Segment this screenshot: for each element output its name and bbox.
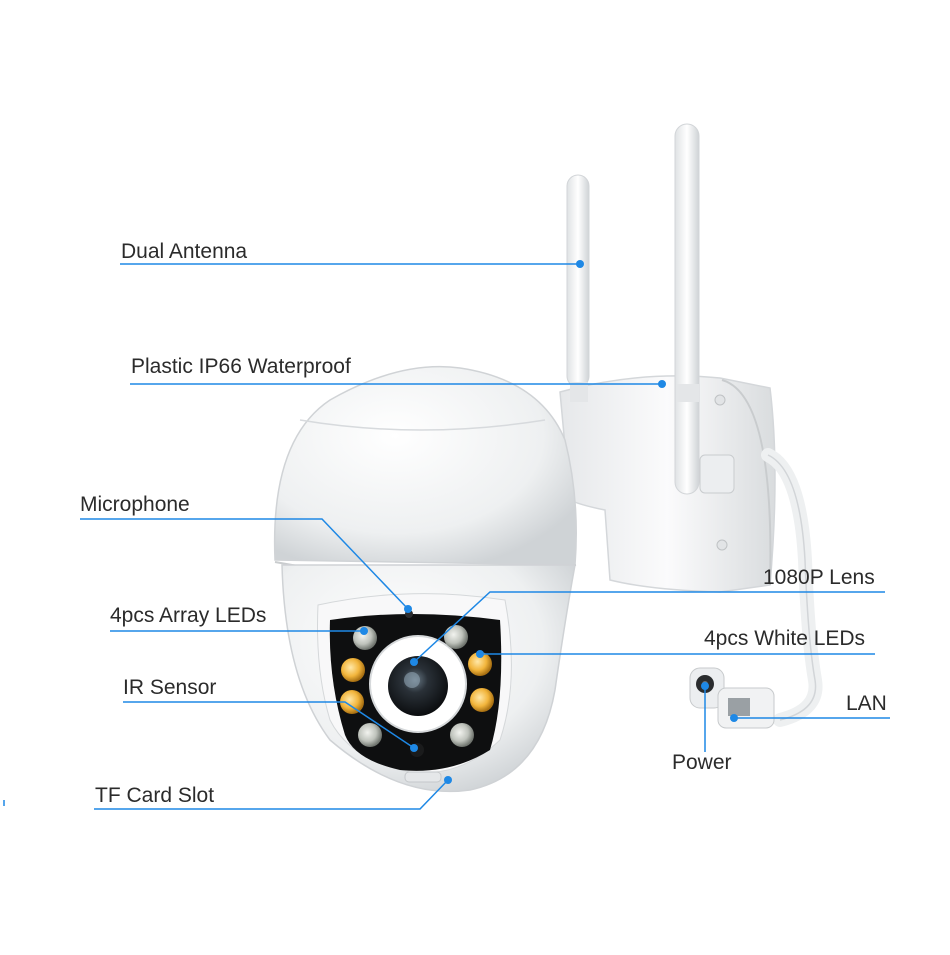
label-ir-sensor: IR Sensor	[123, 676, 217, 699]
label-white-leds: 4pcs White LEDs	[704, 627, 866, 650]
wall-bracket	[559, 375, 776, 593]
callout-microphone	[80, 518, 409, 610]
cable	[761, 448, 823, 727]
callout-dots	[360, 260, 738, 784]
camera-dome	[273, 365, 577, 578]
antenna-right	[674, 123, 700, 495]
label-microphone: Microphone	[80, 493, 190, 516]
label-array-leds: 4pcs Array LEDs	[110, 604, 267, 627]
tf-card-slot	[404, 771, 442, 783]
lens-ring	[369, 635, 467, 733]
label-dual-antenna: Dual Antenna	[121, 240, 248, 263]
label-lan: LAN	[846, 692, 887, 715]
array-leds	[340, 625, 494, 747]
callout-ir-sensor	[123, 701, 415, 749]
label-1080p-lens: 1080P Lens	[763, 566, 875, 589]
callout-lens	[413, 591, 885, 663]
lan-connector	[717, 687, 775, 729]
label-plastic-waterproof: Plastic IP66 Waterproof	[131, 355, 351, 378]
label-power: Power	[672, 751, 732, 774]
label-tf-card-slot: TF Card Slot	[95, 784, 215, 807]
callout-lines	[3, 263, 890, 810]
antenna-left	[566, 174, 590, 402]
callout-tf-card	[94, 779, 449, 810]
